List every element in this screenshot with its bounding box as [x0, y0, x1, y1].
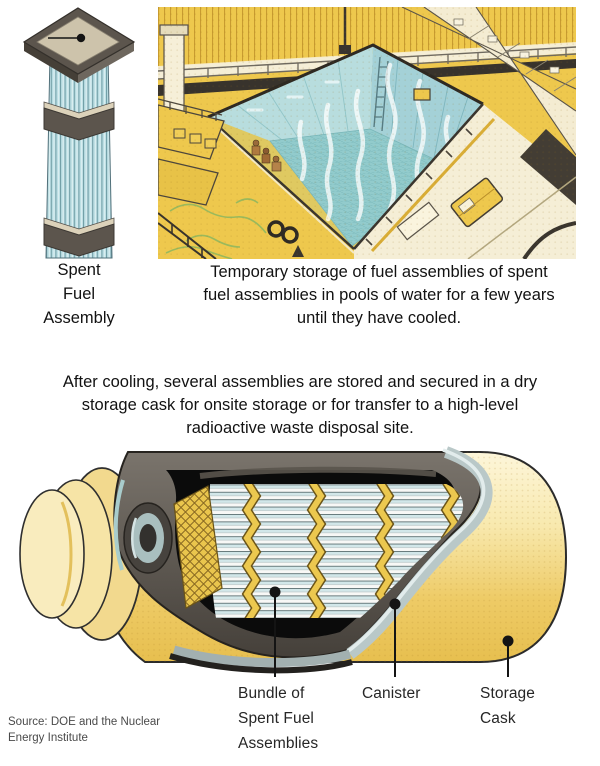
leader-lines — [274, 592, 509, 677]
spent-fuel-assembly-illustration — [22, 7, 136, 259]
bundle-end-grid — [173, 485, 223, 609]
bundle-label: Bundle of Spent Fuel Assemblies — [238, 685, 319, 752]
spent-fuel-assembly-figure — [14, 2, 144, 260]
spacer-band-upper — [43, 101, 115, 141]
canister-end — [113, 479, 173, 574]
top-nozzle-plate — [22, 7, 136, 83]
storage-cask-figure — [10, 440, 590, 680]
canister-leader-dot — [389, 598, 401, 610]
bundle-leader-dot — [269, 586, 281, 598]
storage-cask-label: Storage Cask — [480, 685, 535, 727]
canister-label: Canister — [362, 685, 421, 702]
spacer-band-lower — [43, 217, 115, 257]
source-credit: Source: DOE and the Nuclear Energy Insti… — [8, 716, 161, 744]
canister-shell — [169, 446, 493, 674]
cask-leader-dot — [502, 635, 514, 647]
storage-cask-illustration — [19, 446, 568, 677]
spent-fuel-pool-figure — [158, 7, 576, 259]
pool-caption: Temporary storage of fuel assemblies of … — [203, 263, 555, 327]
cask-intro-paragraph: After cooling, several assemblies are st… — [62, 373, 538, 437]
halftone-texture — [158, 7, 576, 259]
plate-leader-dot — [76, 33, 86, 43]
spent-fuel-pool-illustration — [158, 7, 576, 259]
assembly-caption: Spent Fuel Assembly — [43, 261, 115, 327]
